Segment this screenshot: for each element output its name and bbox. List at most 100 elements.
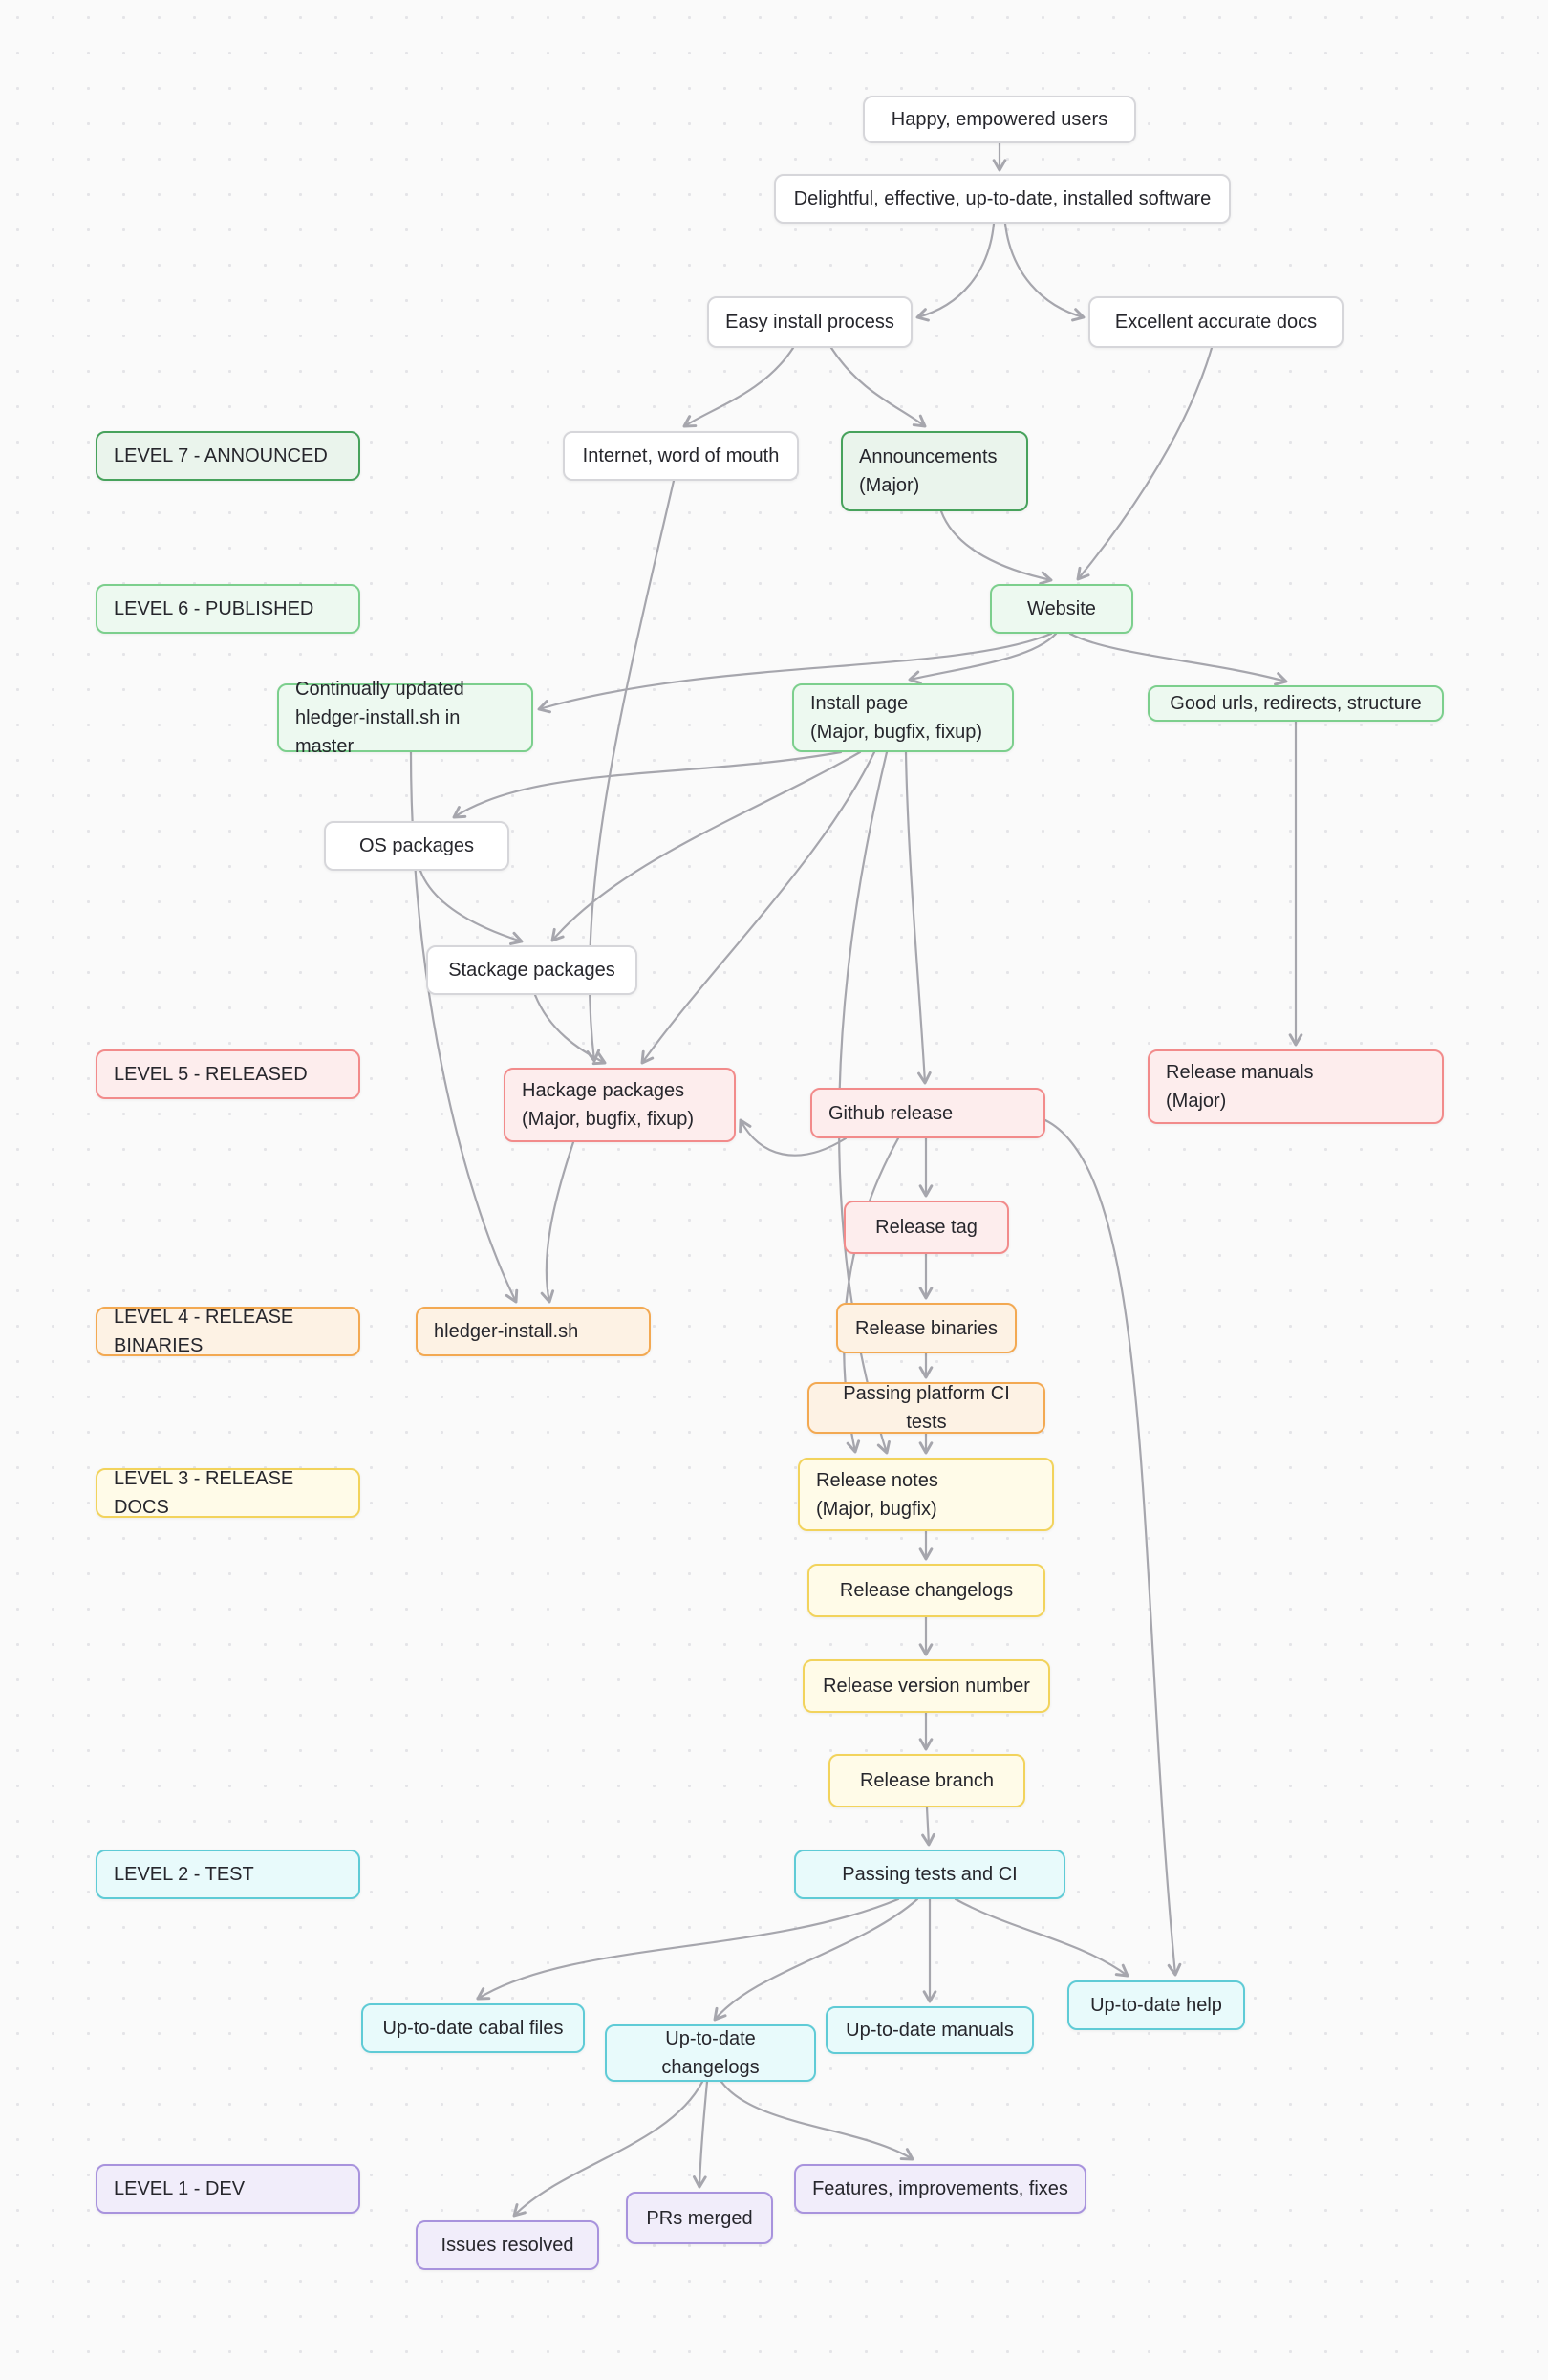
edge-github-release-up-help <box>1043 1118 1182 1977</box>
node-sublabel: (Major) <box>859 475 920 496</box>
node-label: Release tag <box>875 1217 978 1238</box>
node-label: Excellent accurate docs <box>1114 312 1318 333</box>
node-hackage-packages: Hackage packages (Major, bugfix, fixup) <box>504 1068 736 1142</box>
edge-delightful-easy-install <box>915 222 996 322</box>
edge-announcements-website <box>939 509 1053 585</box>
node-release-changelogs: Release changelogs <box>807 1564 1045 1617</box>
node-continually-updated-install-script: Continually updated hledger-install.sh i… <box>277 679 533 757</box>
node-sublabel: hledger-install.sh in master <box>295 707 461 757</box>
node-label: Release binaries <box>855 1317 998 1339</box>
level-5-released-label: LEVEL 5 - RELEASED <box>96 1049 360 1099</box>
edge-passing-tests-up-help <box>954 1897 1129 1978</box>
node-label: Install page <box>810 693 909 714</box>
node-features-improvements-fixes: Features, improvements, fixes <box>794 2164 1086 2214</box>
level-label: LEVEL 1 - DEV <box>114 2178 246 2199</box>
node-label: OS packages <box>358 835 475 856</box>
node-up-to-date-manuals: Up-to-date manuals <box>826 2006 1034 2054</box>
edge-delightful-excellent-docs <box>1003 222 1086 322</box>
node-label: Internet, word of mouth <box>582 445 780 466</box>
node-label: hledger-install.sh <box>434 1321 579 1342</box>
node-passing-platform-ci-tests: Passing platform CI tests <box>807 1382 1045 1434</box>
node-label: Issues resolved <box>441 2235 574 2256</box>
node-label: Good urls, redirects, structure <box>1170 693 1422 714</box>
node-good-urls: Good urls, redirects, structure <box>1148 685 1444 722</box>
node-sublabel: (Major, bugfix, fixup) <box>810 722 983 743</box>
node-release-notes: Release notes (Major, bugfix) <box>798 1458 1054 1531</box>
node-issues-resolved: Issues resolved <box>416 2220 599 2270</box>
node-label: Release changelogs <box>839 1580 1014 1601</box>
level-label: LEVEL 3 - RELEASE DOCS <box>114 1468 294 1518</box>
node-sublabel: (Major, bugfix) <box>816 1498 937 1520</box>
edge-passing-tests-cabal-files <box>476 1897 900 2001</box>
edge-install-page-os-packages <box>452 750 843 819</box>
node-os-packages: OS packages <box>324 821 509 871</box>
node-announcements: Announcements (Major) <box>841 431 1028 511</box>
node-label: Release notes <box>816 1469 938 1491</box>
node-label: Announcements <box>859 446 998 467</box>
level-label: LEVEL 7 - ANNOUNCED <box>114 445 328 466</box>
edge-easy-install-internet <box>682 346 795 428</box>
node-release-manuals: Release manuals (Major) <box>1148 1049 1444 1124</box>
node-label: Happy, empowered users <box>891 109 1108 130</box>
node-install-page: Install page (Major, bugfix, fixup) <box>792 683 1014 752</box>
level-4-release-binaries-label: LEVEL 4 - RELEASE BINARIES <box>96 1307 360 1356</box>
node-label: Release manuals <box>1166 1062 1314 1083</box>
node-label: Passing tests and CI <box>842 1864 1018 1885</box>
level-7-announced-label: LEVEL 7 - ANNOUNCED <box>96 431 360 481</box>
level-label: LEVEL 6 - PUBLISHED <box>114 598 314 619</box>
node-github-release: Github release <box>810 1088 1045 1138</box>
edge-up-changelogs-issues-resolved <box>512 2080 704 2218</box>
edge-up-changelogs-features <box>720 2080 914 2161</box>
edge-up-changelogs-prs-merged <box>692 2080 709 2189</box>
node-website: Website <box>990 584 1133 634</box>
node-up-to-date-changelogs: Up-to-date changelogs <box>605 2024 816 2082</box>
level-1-dev-label: LEVEL 1 - DEV <box>96 2164 360 2214</box>
level-3-release-docs-label: LEVEL 3 - RELEASE DOCS <box>96 1468 360 1518</box>
edge-website-install-page <box>908 632 1058 684</box>
node-internet-word-of-mouth: Internet, word of mouth <box>563 431 799 481</box>
node-up-to-date-help: Up-to-date help <box>1067 1980 1245 2030</box>
edge-easy-install-announcements <box>829 346 927 428</box>
node-passing-tests-and-ci: Passing tests and CI <box>794 1850 1065 1899</box>
node-delightful-software: Delightful, effective, up-to-date, insta… <box>774 174 1231 224</box>
node-happy-users: Happy, empowered users <box>863 96 1136 143</box>
edge-excellent-docs-website <box>1076 346 1214 581</box>
node-label: Up-to-date cabal files <box>382 2018 564 2039</box>
edge-website-continually-updated <box>537 632 1053 714</box>
node-hledger-install-sh: hledger-install.sh <box>416 1307 651 1356</box>
node-sublabel: (Major, bugfix, fixup) <box>522 1109 695 1130</box>
node-easy-install-process: Easy install process <box>707 296 913 348</box>
node-prs-merged: PRs merged <box>626 2192 773 2244</box>
level-label: LEVEL 5 - RELEASED <box>114 1064 308 1085</box>
node-label: Delightful, effective, up-to-date, insta… <box>793 188 1212 209</box>
node-label: Easy install process <box>725 312 894 333</box>
node-release-branch: Release branch <box>828 1754 1025 1807</box>
node-excellent-accurate-docs: Excellent accurate docs <box>1088 296 1344 348</box>
node-label: PRs merged <box>646 2207 753 2229</box>
node-release-version-number: Release version number <box>803 1659 1050 1713</box>
node-label: Passing platform CI tests <box>843 1383 1010 1433</box>
node-up-to-date-cabal-files: Up-to-date cabal files <box>361 2003 585 2053</box>
level-2-test-label: LEVEL 2 - TEST <box>96 1850 360 1899</box>
node-label: Stackage packages <box>448 960 615 981</box>
edge-website-good-urls <box>1068 632 1288 686</box>
node-label: Continually updated <box>295 679 464 700</box>
level-6-published-label: LEVEL 6 - PUBLISHED <box>96 584 360 634</box>
edge-release-branch-passing-tests <box>921 1806 935 1847</box>
edge-install-page-github-release <box>904 750 932 1085</box>
edge-install-page-hackage-packages <box>640 750 876 1065</box>
level-label: LEVEL 4 - RELEASE BINARIES <box>114 1307 294 1356</box>
node-release-binaries: Release binaries <box>836 1303 1017 1353</box>
node-label: Release version number <box>823 1676 1030 1697</box>
edge-os-packages-stackage-packages <box>419 869 524 945</box>
node-label: Up-to-date manuals <box>846 2020 1014 2041</box>
node-label: Features, improvements, fixes <box>812 2178 1068 2199</box>
node-release-tag: Release tag <box>844 1201 1009 1254</box>
edge-hackage-packages-hledger-install-sh <box>540 1140 575 1304</box>
node-label: Hackage packages <box>522 1080 685 1101</box>
edge-github-release-hackage-packages <box>739 1118 848 1157</box>
node-label: Release branch <box>859 1770 995 1791</box>
level-label: LEVEL 2 - TEST <box>114 1864 254 1885</box>
